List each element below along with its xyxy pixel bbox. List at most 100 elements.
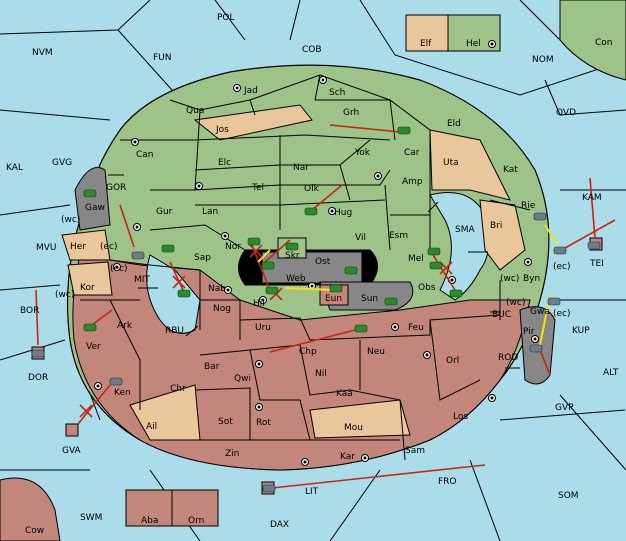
label-alt: ALT <box>603 368 619 378</box>
label-gor: GOR <box>106 183 126 193</box>
label-elf: Elf <box>420 39 432 49</box>
adjacency-arrows <box>108 174 520 369</box>
province-orn[interactable] <box>171 489 219 527</box>
label-mvu: MVU <box>36 243 57 253</box>
army-unit[interactable] <box>261 261 275 270</box>
units <box>31 126 601 493</box>
fleet-unit[interactable] <box>262 484 276 493</box>
label-nab: Nab <box>208 284 226 294</box>
label-ken: Ken <box>114 388 131 398</box>
fleet-unit[interactable] <box>31 349 45 358</box>
province-aba[interactable] <box>125 489 173 527</box>
fleet-unit[interactable] <box>547 297 561 306</box>
province-borders <box>80 74 531 461</box>
fleet-unit[interactable] <box>553 246 567 255</box>
label-gwa-wc: (wc) <box>506 298 525 308</box>
label-gur: Gur <box>156 207 173 217</box>
province-uta[interactable] <box>429 129 511 201</box>
label-qwi: Qwi <box>234 374 251 384</box>
label-sch: Sch <box>329 88 345 98</box>
label-buc: BUC <box>492 310 511 320</box>
army-unit[interactable] <box>177 289 191 298</box>
label-mit-ec: (ec) <box>110 264 128 274</box>
label-kor: Kor <box>80 283 95 293</box>
province-mou[interactable] <box>309 399 411 439</box>
fleet-unit[interactable] <box>131 251 145 260</box>
fleet-unit[interactable] <box>587 241 601 250</box>
army-unit[interactable] <box>285 242 299 251</box>
province-cow[interactable] <box>0 477 61 541</box>
province-elf[interactable] <box>405 14 449 52</box>
army-unit[interactable] <box>304 207 318 216</box>
fleet-unit[interactable] <box>529 344 543 353</box>
province-gaw[interactable] <box>74 167 111 231</box>
army-unit[interactable] <box>429 261 443 270</box>
army-unit[interactable] <box>344 266 358 275</box>
label-kup: KUP <box>572 326 590 336</box>
army-unit[interactable] <box>427 247 441 256</box>
label-grh: Grh <box>343 108 359 118</box>
label-mit: MIT <box>134 275 150 285</box>
province-kor[interactable] <box>67 261 113 296</box>
army-unit[interactable] <box>354 324 368 333</box>
army-unit[interactable] <box>83 323 97 332</box>
label-nom: NOM <box>532 55 554 65</box>
province-gva[interactable] <box>65 423 79 437</box>
army-unit[interactable] <box>397 126 411 135</box>
inner-sea <box>146 254 201 334</box>
label-nog: Nog <box>213 304 231 314</box>
label-sot: Sot <box>218 417 233 427</box>
fleet-unit[interactable] <box>109 377 123 386</box>
label-esm: Esm <box>389 231 408 241</box>
label-byn-wc: (wc) <box>500 274 519 284</box>
label-con: Con <box>595 38 613 48</box>
army-unit[interactable] <box>384 297 398 306</box>
label-los: Los <box>453 412 468 422</box>
inner-sea-east <box>429 192 490 301</box>
label-orl: Orl <box>446 356 459 366</box>
province-jos[interactable] <box>193 104 313 141</box>
army-unit[interactable] <box>265 286 279 295</box>
label-ver: Ver <box>86 342 101 352</box>
label-her-ec: (ec) <box>100 242 118 252</box>
label-neu: Neu <box>367 347 385 357</box>
label-can: Can <box>136 150 154 160</box>
label-uru: Uru <box>255 323 271 333</box>
label-zin: Zin <box>225 449 239 459</box>
army-unit[interactable] <box>83 189 97 198</box>
label-eld: Eld <box>447 119 461 129</box>
label-sam: Sam <box>405 446 425 456</box>
label-swm: SWM <box>80 513 102 523</box>
label-sma: SMA <box>455 225 475 235</box>
label-ovd: OVD <box>556 108 576 118</box>
label-fun: FUN <box>153 53 172 63</box>
label-byn: Byn <box>523 274 540 284</box>
fleet-unit[interactable] <box>533 212 547 221</box>
army-unit[interactable] <box>161 244 175 253</box>
label-orn: Orn <box>188 516 204 526</box>
label-fro: FRO <box>438 477 457 487</box>
label-elc: Elc <box>218 158 231 168</box>
label-qua: Qua <box>186 106 204 116</box>
army-unit[interactable] <box>449 289 463 298</box>
label-skr: Skr <box>285 251 300 261</box>
label-uta: Uta <box>443 158 459 168</box>
label-kor-wc: (wc) <box>55 290 74 300</box>
label-feu: Feu <box>408 323 424 333</box>
label-jos: Jos <box>215 125 229 135</box>
label-ost: Ost <box>315 257 331 267</box>
label-pir: Pir <box>523 327 535 337</box>
label-lan: Lan <box>202 207 218 217</box>
label-sun: Sun <box>361 294 378 304</box>
label-dax: DAX <box>270 520 289 530</box>
label-cow: Cow <box>25 526 44 536</box>
army-unit[interactable] <box>247 237 261 246</box>
army-unit[interactable] <box>329 284 343 293</box>
label-gvg: GVG <box>52 158 72 168</box>
province-bri[interactable] <box>479 199 526 271</box>
label-web: Web <box>286 274 306 284</box>
label-nil: Nil <box>315 369 327 379</box>
label-chp: Chp <box>299 347 317 357</box>
label-gva: GVA <box>62 446 82 456</box>
